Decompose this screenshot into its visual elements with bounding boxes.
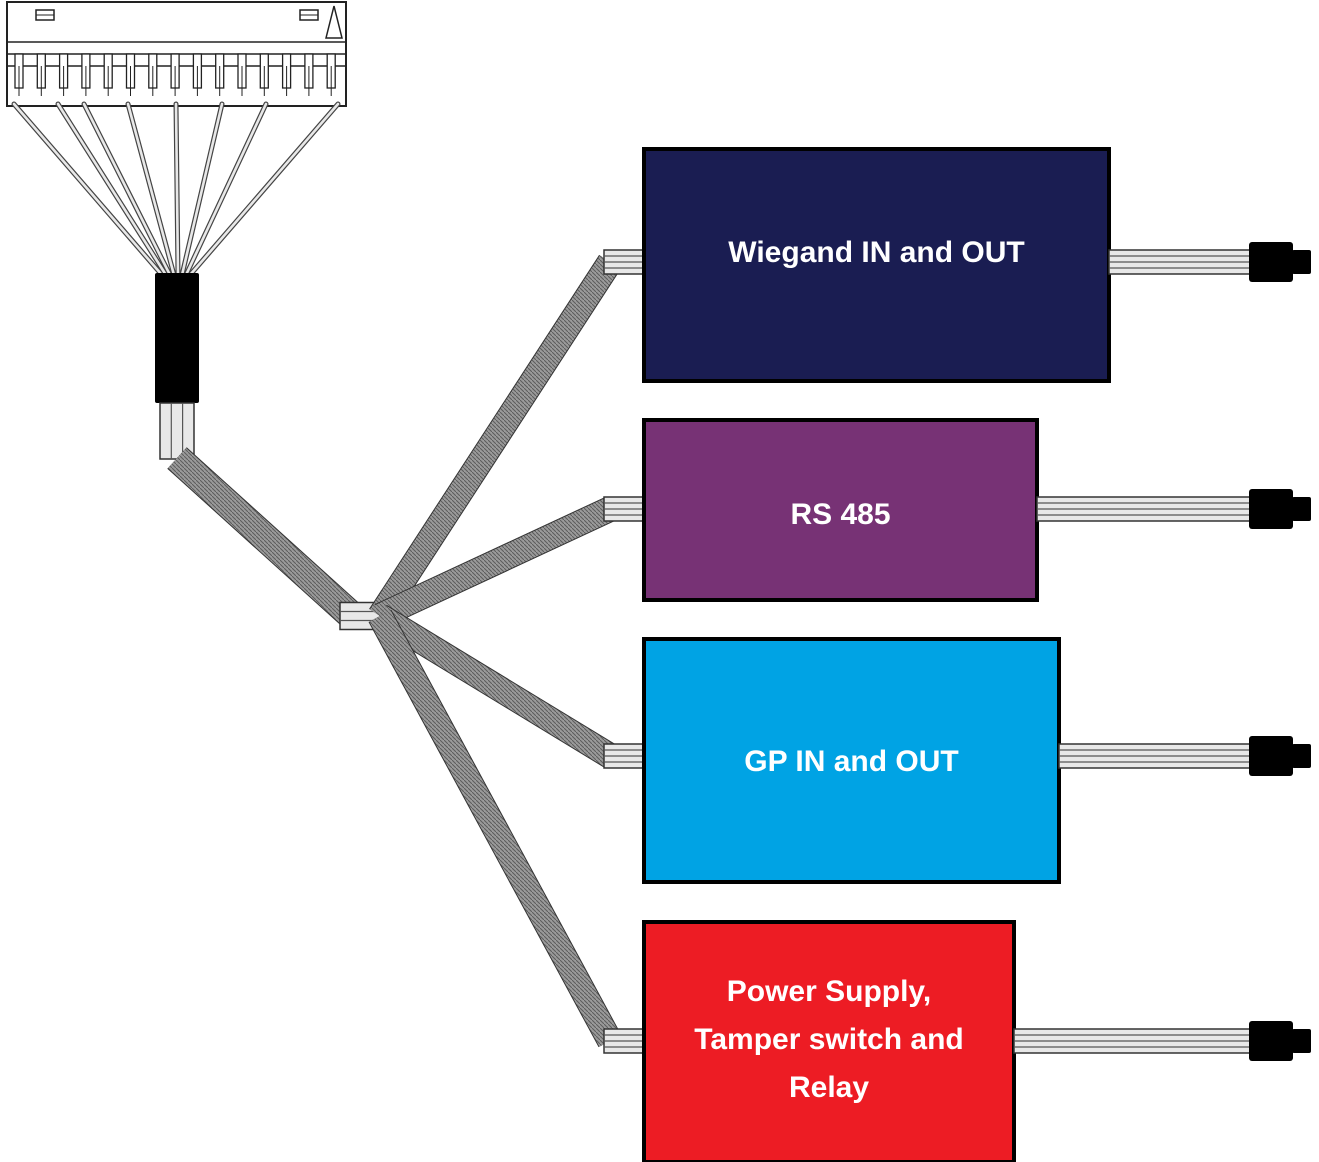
module-box <box>642 920 1016 1162</box>
module-output-cable <box>1013 1028 1253 1054</box>
cable-plug-icon <box>1249 489 1311 529</box>
module-label: Wiegand IN and OUT <box>728 236 1024 269</box>
module-input-cable <box>603 1028 645 1054</box>
module-gp: GP IN and OUT <box>603 637 1311 884</box>
module-box <box>642 147 1111 383</box>
module-label: GP IN and OUT <box>744 745 958 778</box>
module-input-cable <box>603 249 645 275</box>
cable-plug-icon <box>1249 736 1311 776</box>
fan-wires <box>11 101 341 278</box>
cable-plug-icon <box>1249 1021 1311 1061</box>
multi-pin-connector-icon <box>6 1 347 107</box>
module-box <box>642 418 1039 602</box>
ribbon-cables <box>159 254 622 1048</box>
module-output-cable <box>1108 249 1253 275</box>
cable-plug-icon <box>1249 242 1311 282</box>
module-input-cable <box>603 743 645 769</box>
module-rs485: RS 485 <box>603 418 1311 602</box>
module-label: Relay <box>789 1071 869 1104</box>
module-output-cable <box>1036 496 1253 522</box>
module-box <box>642 637 1061 884</box>
module-label: Tamper switch and <box>694 1023 964 1056</box>
cable-sleeve <box>155 273 199 403</box>
module-wiegand: Wiegand IN and OUT <box>603 147 1311 383</box>
module-label: RS 485 <box>790 498 890 531</box>
module-input-cable <box>603 496 645 522</box>
module-output-cable <box>1058 743 1253 769</box>
module-label: Power Supply, <box>727 975 931 1008</box>
